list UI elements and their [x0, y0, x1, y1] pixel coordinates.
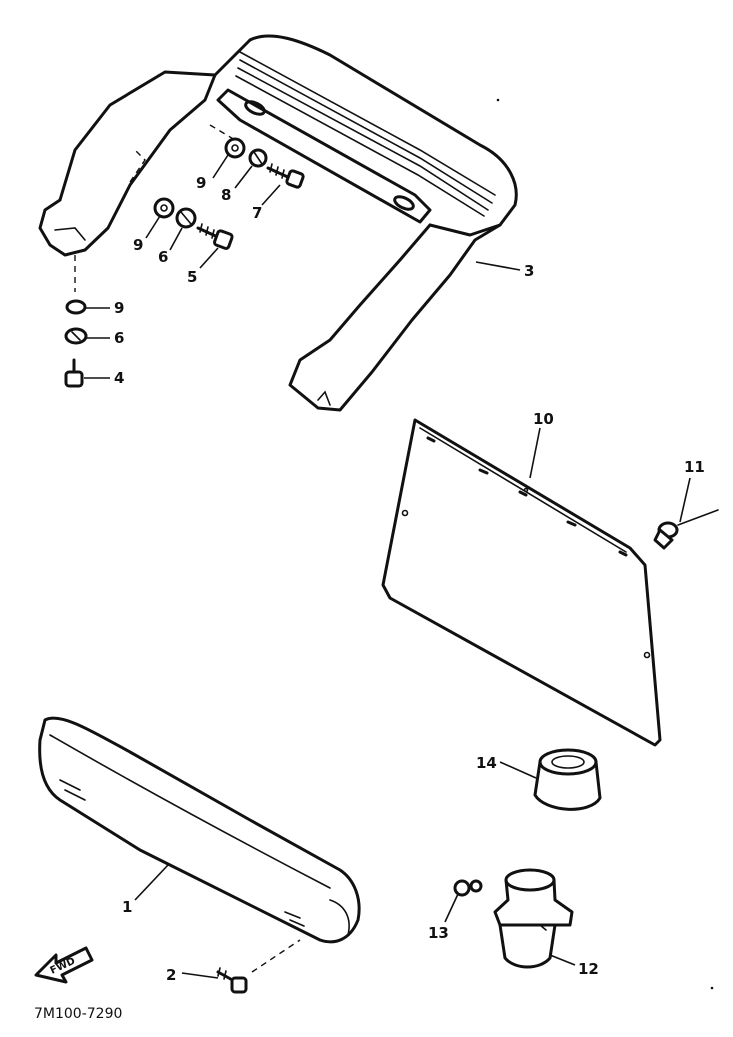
callout-6-lower: 6	[114, 329, 124, 347]
callout-4: 4	[114, 369, 124, 387]
callout-9-middle: 9	[133, 236, 143, 254]
callout-5: 5	[187, 268, 197, 286]
assembly-line-top	[209, 124, 236, 141]
callout-labels: 9 8 7 9 6 5 9 6 4 3 10 11 14 1 2 13 12	[114, 174, 705, 984]
part-3-rear-carrier	[38, 34, 518, 412]
callout-9-lower: 9	[114, 299, 124, 317]
scan-speck	[496, 98, 500, 102]
lock-washer-6-lower	[64, 327, 88, 345]
lock-washer-8	[248, 148, 268, 168]
part-12-socket	[493, 868, 574, 969]
washer-9-middle	[153, 197, 175, 219]
fwd-arrow-icon: FWD	[34, 946, 94, 984]
part-13-ball	[453, 879, 483, 897]
washer-9-upper	[224, 137, 246, 159]
part-1-front-guard	[38, 716, 361, 944]
part-14-grommet	[533, 748, 602, 811]
callout-8: 8	[221, 186, 231, 204]
callout-10: 10	[533, 410, 554, 428]
leader-lines	[84, 154, 691, 979]
scan-speck	[710, 986, 714, 990]
assembly-line-screw-2	[251, 939, 301, 973]
callout-12: 12	[578, 960, 599, 978]
bolt-5	[196, 223, 234, 250]
part-10-plate	[381, 418, 662, 747]
callout-7: 7	[252, 204, 262, 222]
assembly-line-upper	[129, 149, 146, 183]
part-11-clip	[653, 509, 719, 550]
callout-2: 2	[166, 966, 176, 984]
callout-1: 1	[122, 898, 132, 916]
bolt-4	[64, 358, 84, 388]
callout-13: 13	[428, 924, 449, 942]
callout-14: 14	[476, 754, 497, 772]
drawing-code: 7M100-7290	[34, 1006, 122, 1022]
washer-9-lower	[65, 299, 87, 315]
callout-6-middle: 6	[158, 248, 168, 266]
bolt-7	[266, 163, 305, 189]
lock-washer-6-middle	[175, 207, 197, 229]
callout-9-upper: 9	[196, 174, 206, 192]
callout-3: 3	[524, 262, 534, 280]
callout-11: 11	[684, 458, 705, 476]
part-2-screw	[216, 967, 248, 994]
